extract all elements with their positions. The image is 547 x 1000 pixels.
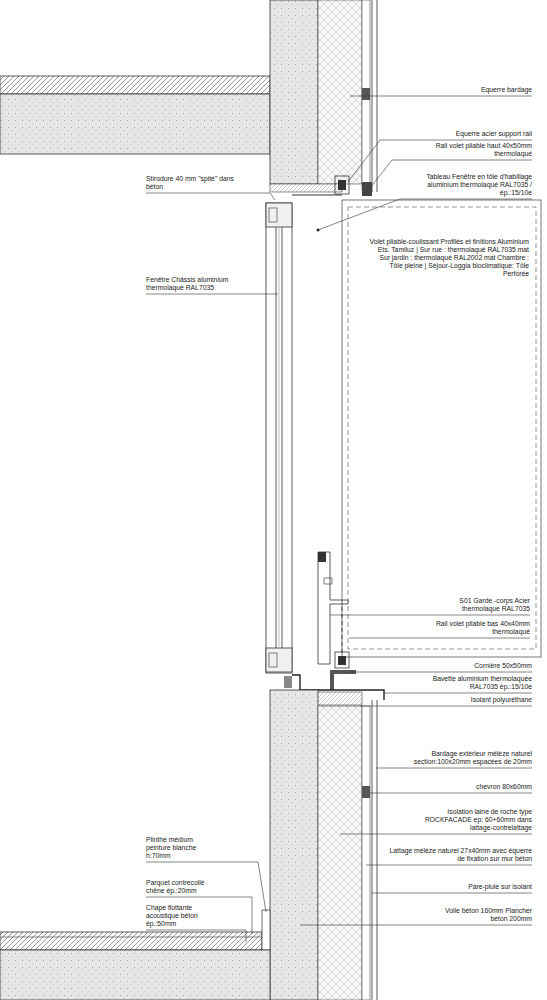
window-frame (266, 203, 320, 673)
upper-slab (0, 76, 270, 154)
callout-label: S01 Garde -corps Acier thermolaqué RAL70… (445, 597, 530, 613)
callout-label: chevron 80x60mm (412, 783, 532, 791)
callout-label: Cornière 50x50mm (412, 662, 532, 670)
upper-wall (270, 0, 377, 196)
callout-label: Tableau Fenêtre en tôle d'habillage alum… (407, 173, 532, 197)
callout-label: Isolation laine de roche type ROCKFACADE… (407, 808, 532, 832)
lower-wall (270, 690, 377, 1000)
callout-label: Rail volet pliable bas 40x40mm thermolaq… (430, 620, 530, 636)
callout-label: Volet pliable-coulissant Profilés et fin… (369, 238, 529, 278)
callout-label: Voile béton 160mm Plancher béton 200mm (442, 907, 532, 923)
callout-label: Fenêtre Châssis aluminium thermolaqué RA… (146, 276, 236, 292)
callout-label: Plinthe médium peinture blanche h:70mm (146, 836, 208, 860)
leader-lines (146, 96, 532, 942)
callout-label: Equerre acier support rail (382, 130, 532, 138)
folding-shutter (342, 200, 541, 657)
callout-label: Bardage extérieur mélèze naturel section… (387, 750, 532, 766)
callout-label: Equerre bardage (382, 86, 532, 94)
lower-rail (330, 652, 356, 690)
callout-label: Isolant polyuréthane (412, 696, 532, 704)
callout-label: Parquet contrecollé chêne ép.:20mm (146, 879, 208, 895)
callout-label: Pare-pluie sur isolant (412, 883, 532, 891)
callout-label: Stirodure 40 mm "spité" dans béton (146, 175, 236, 191)
guard-rail (318, 552, 348, 664)
callout-label: Lattage mélèze naturel 27x40mm avec éque… (387, 847, 532, 863)
callout-label: Rail volet pliable haut 40x50mm thermola… (427, 142, 532, 158)
callout-label: Bavette aluminium thermolaquée RAL7035 é… (412, 675, 532, 691)
callout-label: Chape flottante acoustique béton ép.:50m… (146, 904, 208, 928)
lower-slab (0, 910, 270, 1000)
